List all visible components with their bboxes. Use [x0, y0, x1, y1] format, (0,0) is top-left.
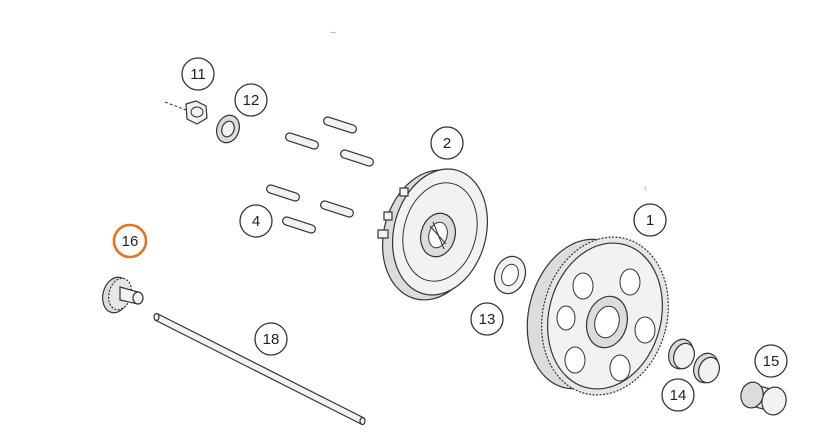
callout-12-circle [234, 83, 268, 117]
part-2-clutch-hub[interactable] [369, 158, 501, 311]
callout-2-circle [430, 126, 464, 160]
callout-16-circle-highlighted [112, 223, 148, 259]
part-12-washer[interactable] [213, 112, 243, 146]
callout-16-label: 16 [122, 233, 139, 250]
callout-11-circle [181, 57, 215, 91]
callout-4[interactable]: 4 [239, 204, 273, 238]
callout-13-label: 13 [479, 311, 496, 328]
callout-2[interactable]: 2 [430, 126, 464, 160]
callout-14-label: 14 [670, 387, 687, 404]
callout-1-label: 1 [646, 212, 654, 229]
part-1-primary-gear[interactable] [511, 223, 685, 410]
callout-14[interactable]: 14 [661, 378, 695, 412]
scan-mark [329, 31, 337, 34]
callout-12[interactable]: 12 [234, 83, 268, 117]
callout-16[interactable]: 16 [112, 223, 148, 259]
callout-1[interactable]: 1 [633, 203, 667, 237]
callout-12-label: 12 [243, 92, 260, 109]
callout-18[interactable]: 18 [254, 322, 288, 356]
callout-11-label: 11 [190, 66, 206, 83]
callout-13[interactable]: 13 [470, 302, 504, 336]
callout-13-circle [470, 302, 504, 336]
callout-2-label: 2 [443, 135, 451, 152]
callout-15[interactable]: 15 [754, 344, 788, 378]
part-15-bushing[interactable] [738, 380, 789, 418]
part-18-shaft[interactable] [153, 312, 366, 426]
scan-mark [644, 185, 647, 192]
callout-4-circle [239, 204, 273, 238]
callout-18-label: 18 [263, 331, 280, 348]
callout-15-label: 15 [763, 353, 780, 370]
part-4-pins[interactable] [266, 116, 375, 234]
callout-4-label: 4 [252, 213, 260, 230]
callout-14-circle [661, 378, 695, 412]
part-14-bearings[interactable] [665, 336, 723, 386]
callout-15-circle [754, 344, 788, 378]
callout-18-circle [254, 322, 288, 356]
callout-11[interactable]: 11 [181, 57, 215, 91]
part-16-pump-gear[interactable] [99, 274, 144, 316]
callout-1-circle [633, 203, 667, 237]
part-11-nut[interactable] [164, 100, 208, 125]
part-13-thrust-washer[interactable] [489, 252, 530, 298]
